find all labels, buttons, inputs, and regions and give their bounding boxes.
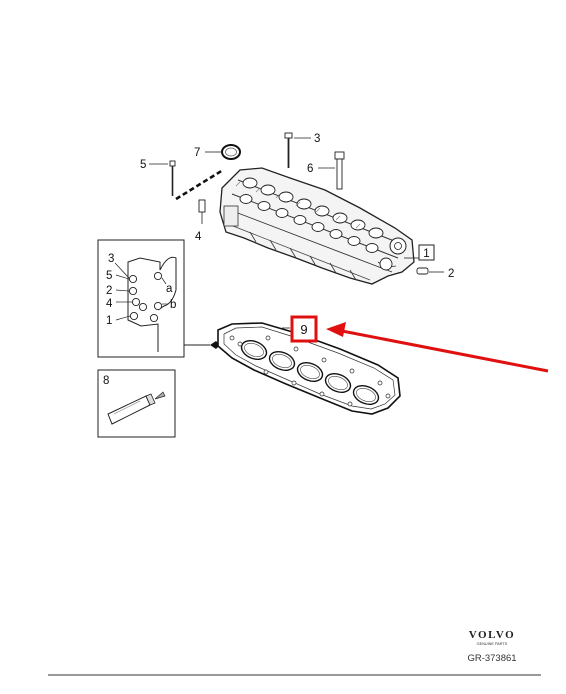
part-7-seal-ring	[205, 144, 241, 160]
part-4-dowel	[198, 199, 206, 224]
label-part-1: 1	[423, 248, 429, 260]
footer: VOLVO GENUINE PARTS GR-373861	[48, 629, 541, 676]
head-gasket	[217, 322, 401, 415]
label-part-3: 3	[314, 133, 320, 145]
inset-label-2: 2	[106, 285, 112, 297]
part-6-long-bolt	[318, 151, 345, 190]
label-part-7: 7	[194, 147, 200, 159]
inset-label-3: 3	[108, 253, 114, 265]
label-part-6: 6	[307, 163, 313, 175]
red-pointer-arrow	[341, 329, 549, 373]
sealant-tube-inset: 8	[97, 369, 176, 438]
part-1-reference-box	[404, 244, 435, 261]
inset-label-4: 4	[106, 298, 113, 310]
label-part-4: 4	[195, 231, 202, 243]
inset-label-b: b	[170, 299, 176, 311]
part-5-bolt	[149, 160, 224, 201]
part-2-plug	[416, 267, 444, 275]
label-part-9: 9	[300, 322, 307, 337]
label-part-8: 8	[103, 375, 109, 387]
highlight-callout: 9	[282, 315, 549, 373]
diagram-reference-code: GR-373861	[467, 653, 516, 664]
inset-label-1: 1	[106, 315, 112, 327]
red-arrow-head	[326, 322, 346, 337]
tightening-sequence-inset: 3 5 2 4 1 a b	[97, 239, 220, 358]
cylinder-head-assembly	[219, 167, 415, 285]
label-part-2: 2	[448, 268, 454, 280]
inset-label-a: a	[166, 283, 173, 295]
inset-label-5: 5	[106, 270, 112, 282]
part-3-bolt	[284, 132, 311, 168]
volvo-brand-logo: VOLVO	[469, 629, 515, 641]
sealant-tube-icon	[107, 391, 166, 425]
genuine-parts-text: GENUINE PARTS	[477, 642, 508, 646]
label-part-5: 5	[140, 159, 146, 171]
